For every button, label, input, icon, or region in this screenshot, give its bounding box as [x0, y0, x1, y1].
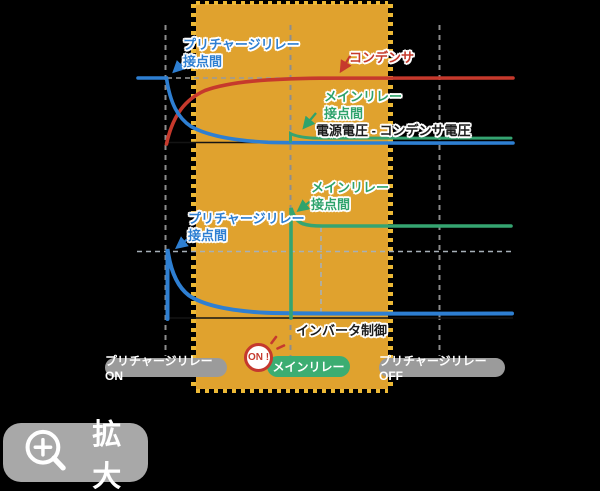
highlight-band [196, 4, 388, 389]
top-chart-curves [136, 76, 515, 146]
arrow-capacitor [339, 52, 353, 74]
arrow-precharge-top [172, 59, 187, 74]
label-supply-minus-capacitor-voltage: 電源電圧 - コンデンサ電圧 [316, 123, 471, 138]
annotation-arrows [172, 52, 353, 250]
label-main-contacts-bottom: メインリレー 接点間 [311, 179, 389, 213]
label-inverter-control: インバータ制御 [296, 323, 388, 338]
arrow-main-bottom [296, 199, 311, 213]
label-line: 接点間 [188, 228, 228, 243]
label-line: メインリレー [324, 89, 403, 104]
label-precharge-contacts-bottom: プリチャージリレー 接点間 [188, 210, 305, 244]
enlarge-button-label: 拡大 [92, 418, 122, 491]
label-line: 接点間 [311, 197, 351, 212]
label-precharge-contacts-top: プリチャージリレー 接点間 [183, 36, 300, 70]
badge-precharge-relay-off: プリチャージリレー OFF [379, 354, 505, 383]
on-marker-badge: ON ! [244, 343, 273, 372]
capacitor-voltage-curve [164, 76, 515, 146]
highlight-band-right-edge [388, 4, 393, 389]
label-line: プリチャージリレー [188, 211, 305, 226]
enlarge-button[interactable]: 拡大 [3, 419, 148, 491]
label-capacitor: コンデンサ [349, 50, 415, 65]
badge-precharge-relay-on: プリチャージリレー ON [105, 354, 227, 383]
bottom-chart-curves [165, 207, 514, 321]
zoom-in-icon [25, 429, 66, 471]
label-line: 接点間 [183, 54, 223, 69]
arrow-main-top [302, 112, 317, 130]
precharge-contact-voltage-curve-top [136, 76, 515, 145]
label-line: メインリレー [311, 180, 390, 195]
highlight-band-left-edge [191, 4, 196, 389]
main-current-spike-curve [289, 207, 513, 320]
main-contact-voltage-curve-top [289, 130, 513, 143]
precharge-current-spike-curve [165, 248, 514, 321]
highlight-band-top-edge [196, 1, 388, 5]
arrow-precharge-bottom [175, 236, 190, 250]
label-line: プリチャージリレー [183, 37, 300, 52]
label-main-contacts-top: メインリレー 接点間 [324, 88, 402, 122]
label-line: 接点間 [324, 106, 364, 121]
highlight-band-bottom-edge [196, 389, 388, 393]
badge-main-relay: メインリレー [267, 356, 350, 377]
